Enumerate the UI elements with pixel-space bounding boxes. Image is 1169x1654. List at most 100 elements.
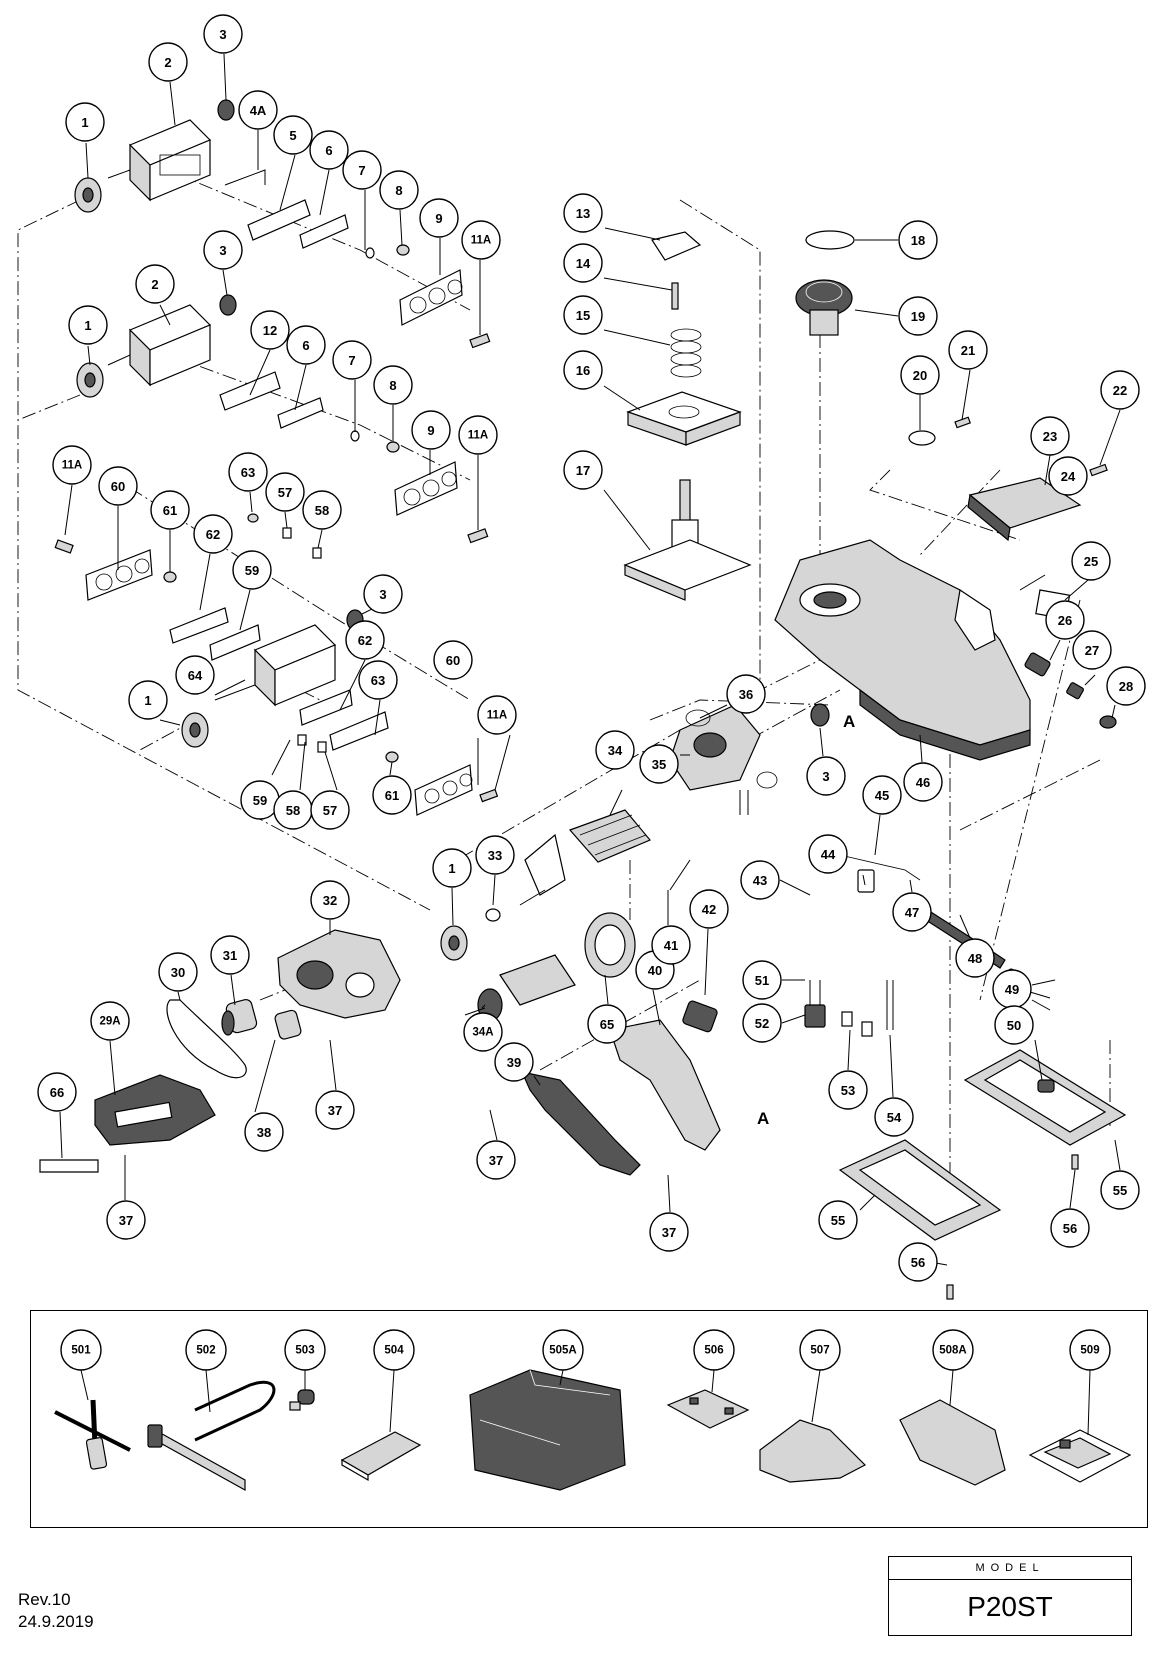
attachment-plate xyxy=(340,1431,422,1482)
carrying-case xyxy=(469,1369,626,1491)
callout-circle xyxy=(273,115,313,155)
callout-6-5: 6 xyxy=(309,130,349,170)
callout-label: 54 xyxy=(887,1110,902,1125)
callout-37-69: 37 xyxy=(106,1200,146,1240)
callout-24-49: 24 xyxy=(1048,456,1088,496)
callout-label: 32 xyxy=(323,893,337,908)
accessory-callout-508a-7: 508A xyxy=(932,1329,974,1371)
callout-circle xyxy=(373,365,413,405)
callout-label: 1 xyxy=(84,318,91,333)
callout-label: 6 xyxy=(302,338,309,353)
callout-15-40: 15 xyxy=(563,295,603,335)
bearing-1a xyxy=(74,177,102,213)
callout-label: 56 xyxy=(911,1255,925,1270)
callout-circle xyxy=(458,415,498,455)
callout-label: 25 xyxy=(1084,554,1098,569)
callout-55-91: 55 xyxy=(818,1200,858,1240)
callout-circle xyxy=(948,330,988,370)
hinge-plate xyxy=(666,1389,750,1429)
callout-59-26: 59 xyxy=(232,550,272,590)
model-name: P20ST xyxy=(967,1591,1053,1622)
callout-circle xyxy=(828,1070,868,1110)
callout-label: 4A xyxy=(250,103,267,118)
bearing-3c xyxy=(810,703,830,727)
callout-label: 55 xyxy=(831,1213,845,1228)
callout-circle xyxy=(1069,1329,1111,1371)
callout-label: 38 xyxy=(257,1125,271,1140)
callout-circle xyxy=(1106,666,1146,706)
callout-23-48: 23 xyxy=(1030,416,1070,456)
marker-a-handle: A xyxy=(757,1109,769,1128)
callout-circle xyxy=(210,935,250,975)
callout-label: 3 xyxy=(379,587,386,602)
callout-label: 505A xyxy=(549,1345,577,1357)
callout-label: 501 xyxy=(71,1345,91,1357)
accessory-callout-506-5: 506 xyxy=(693,1329,735,1371)
callout-2-1: 2 xyxy=(148,42,188,82)
callout-46-59: 46 xyxy=(903,762,943,802)
callout-27-52: 27 xyxy=(1072,630,1112,670)
callout-label: 63 xyxy=(371,673,385,688)
callout-label: 27 xyxy=(1085,643,1099,658)
callout-label: 11A xyxy=(468,430,488,442)
callout-3-2: 3 xyxy=(203,14,243,54)
accessory-leader-lines xyxy=(80,1369,1091,1436)
callout-circle xyxy=(806,756,846,796)
callout-21-46: 21 xyxy=(948,330,988,370)
callout-29a-67: 29A xyxy=(90,1001,130,1041)
callout-circle xyxy=(345,620,385,660)
drum-upper xyxy=(107,119,212,202)
callout-label: 9 xyxy=(435,211,442,226)
callout-label: 59 xyxy=(245,563,259,578)
callout-11a-18: 11A xyxy=(458,415,498,455)
callout-3-11: 3 xyxy=(203,230,243,270)
callout-label: 1 xyxy=(81,115,88,130)
callout-18-43: 18 xyxy=(898,220,938,260)
callout-label: 41 xyxy=(664,938,678,953)
callout-61-37: 61 xyxy=(372,775,412,815)
callout-circle xyxy=(150,490,190,530)
revision-label: Rev.10 xyxy=(18,1590,71,1609)
callout-label: 42 xyxy=(702,902,716,917)
callout-35-55: 35 xyxy=(639,744,679,784)
model-caption: MODEL xyxy=(889,1557,1131,1580)
callout-label: 7 xyxy=(358,163,365,178)
callout-20-45: 20 xyxy=(900,355,940,395)
blade-set-upper xyxy=(247,199,491,349)
callout-26-51: 26 xyxy=(1045,600,1085,640)
callout-32-64: 32 xyxy=(310,880,350,920)
callout-label: 7 xyxy=(348,353,355,368)
callout-label: 52 xyxy=(755,1016,769,1031)
callout-circle xyxy=(284,1329,326,1371)
callout-16-41: 16 xyxy=(563,350,603,390)
accessories-frame xyxy=(30,1310,1148,1528)
callout-62-31: 62 xyxy=(345,620,385,660)
callout-circle xyxy=(148,42,188,82)
callout-circle xyxy=(1072,630,1112,670)
callout-circle xyxy=(175,655,215,695)
callout-label: 34 xyxy=(608,743,623,758)
callout-circle xyxy=(742,1003,782,1043)
callout-60-32: 60 xyxy=(433,640,473,680)
knob-parts xyxy=(795,230,855,336)
callout-37-79: 37 xyxy=(649,1212,689,1252)
callout-label: 14 xyxy=(576,256,591,271)
callout-47-80: 47 xyxy=(892,892,932,932)
callout-41-75: 41 xyxy=(651,925,691,965)
callout-63-23: 63 xyxy=(228,452,268,492)
callout-label: 8 xyxy=(389,378,396,393)
callout-circle xyxy=(310,880,350,920)
callout-circle xyxy=(60,1329,102,1371)
callout-circle xyxy=(932,1329,974,1371)
callout-circle xyxy=(898,1242,938,1282)
callout-38-70: 38 xyxy=(244,1112,284,1152)
callout-circle xyxy=(542,1329,584,1371)
callout-label: 3 xyxy=(219,243,226,258)
lower-blade-parts xyxy=(54,513,322,661)
callout-label: 502 xyxy=(196,1345,215,1357)
callout-circle xyxy=(595,730,635,770)
callout-28-53: 28 xyxy=(1106,666,1146,706)
callout-label: 47 xyxy=(905,905,919,920)
callout-43-62: 43 xyxy=(740,860,780,900)
callout-label: 6 xyxy=(325,143,332,158)
